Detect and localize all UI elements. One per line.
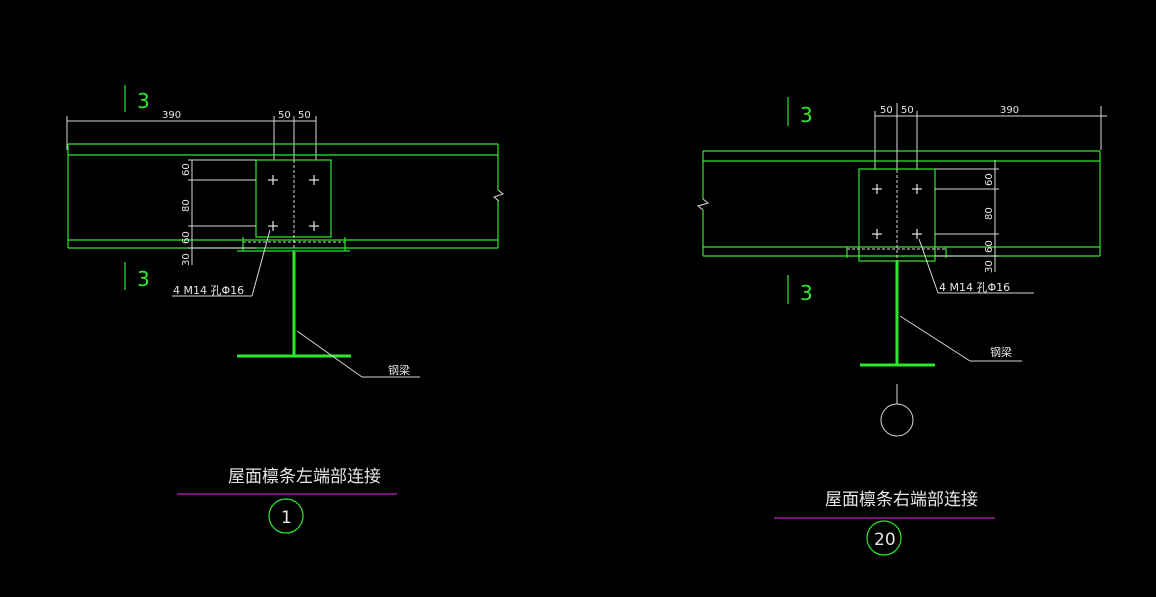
left-top-dimensions: 390 50 50 <box>66 110 317 160</box>
bolt-icon <box>912 229 922 239</box>
bolt-icon <box>872 229 882 239</box>
right-beam-note: 钢梁 <box>990 345 1012 359</box>
right-dim-50a: 50 <box>880 105 893 116</box>
left-purlin <box>67 143 505 249</box>
left-connection-detail: 390 50 50 3 3 <box>66 85 505 534</box>
left-dim-60b: 60 <box>181 231 192 244</box>
bolt-icon <box>268 175 278 185</box>
left-leaders: 4 M14 孔Φ16 钢梁 <box>172 229 420 378</box>
left-bolt-note: 4 M14 孔Φ16 <box>173 284 244 297</box>
left-dim-30: 30 <box>181 253 192 266</box>
left-vertical-dimensions: 60 80 60 30 <box>181 159 256 266</box>
right-dim-30: 30 <box>984 260 995 273</box>
left-connection-plate <box>237 159 350 252</box>
left-detail-number-circle <box>268 498 304 534</box>
right-title-block: 屋面檩条右端部连接 20 <box>774 490 995 556</box>
left-dim-60a: 60 <box>181 163 192 176</box>
left-detail-number: 1 <box>281 508 292 528</box>
right-section-label-bottom: 3 <box>800 281 813 305</box>
bolt-icon <box>912 184 922 194</box>
right-detail-title: 屋面檩条右端部连接 <box>825 490 978 510</box>
right-section-label-top: 3 <box>800 103 813 127</box>
right-vertical-dimensions: 60 80 60 30 <box>935 160 999 273</box>
left-dim-50a: 50 <box>278 110 291 121</box>
right-dim-390: 390 <box>1000 105 1019 116</box>
right-dim-60b: 60 <box>984 240 995 253</box>
bolt-icon <box>309 221 319 231</box>
bolt-icon <box>872 184 882 194</box>
left-section-label-top: 3 <box>137 89 150 113</box>
left-title-block: 屋面檩条左端部连接 1 <box>177 467 397 534</box>
right-connection-detail: 50 50 390 3 3 <box>696 97 1107 556</box>
right-detail-number-circle <box>866 520 902 556</box>
left-beam-note: 钢梁 <box>388 363 410 377</box>
left-bolt-group <box>268 175 319 231</box>
right-dim-60a: 60 <box>984 173 995 186</box>
left-dim-390: 390 <box>162 110 181 121</box>
right-top-dimensions: 50 50 390 <box>874 103 1107 170</box>
right-purlin <box>696 150 1101 257</box>
left-dim-80: 80 <box>181 199 192 212</box>
bolt-icon <box>268 221 278 231</box>
left-detail-title: 屋面檩条左端部连接 <box>228 467 381 487</box>
right-bolt-group <box>872 184 922 239</box>
right-detail-number: 20 <box>874 530 896 550</box>
right-axis-bubble <box>880 384 914 437</box>
right-leaders: 4 M14 孔Φ16 钢梁 <box>899 238 1034 362</box>
bolt-icon <box>309 175 319 185</box>
left-steel-beam <box>237 252 351 358</box>
right-dim-80: 80 <box>984 207 995 220</box>
left-section-mark: 3 3 <box>124 85 150 291</box>
right-dim-50b: 50 <box>901 105 914 116</box>
left-dim-50b: 50 <box>298 110 311 121</box>
right-section-mark: 3 3 <box>787 97 813 305</box>
right-bolt-note: 4 M14 孔Φ16 <box>939 281 1010 294</box>
left-section-label-bottom: 3 <box>137 267 150 291</box>
right-steel-beam <box>860 261 935 367</box>
